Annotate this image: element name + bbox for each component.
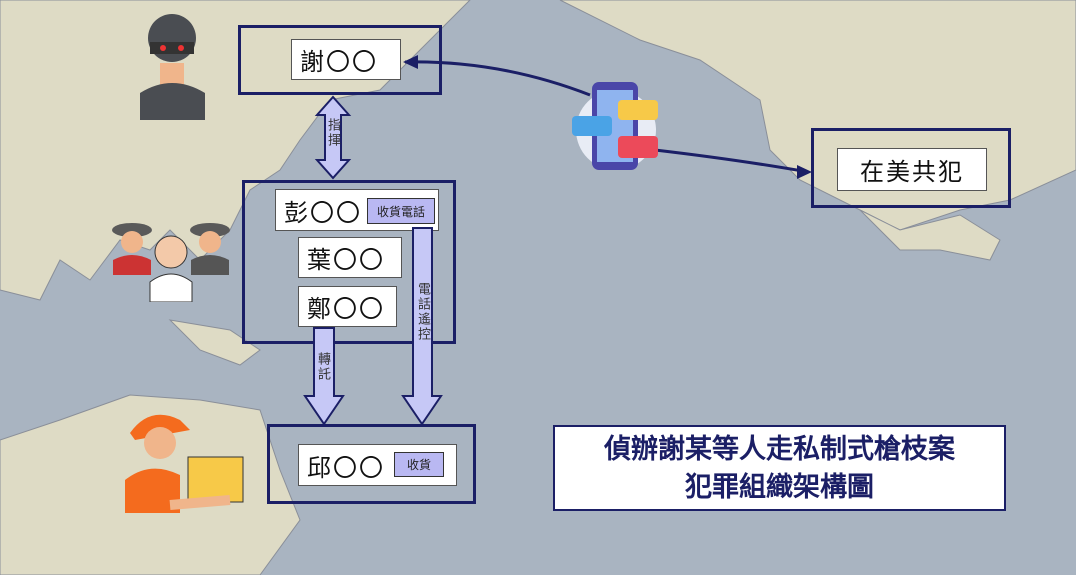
remote-control-arrow	[401, 227, 443, 426]
receiver-tag: 收貨	[394, 452, 444, 477]
phone-link-arrows	[403, 55, 812, 179]
remote-control-label: 電話遙控	[415, 282, 430, 342]
member-name: 葉〇〇	[298, 237, 402, 278]
thief-icon	[135, 8, 210, 120]
accomplice-name: 在美共犯	[837, 148, 987, 191]
phone-chat-icon	[570, 78, 662, 174]
receiver-frame	[267, 424, 476, 504]
diagram-title: 偵辦謝某等人走私制式槍枝案 犯罪組織架構圖	[553, 425, 1006, 511]
command-arrow	[314, 95, 352, 180]
group-people-icon	[110, 210, 232, 303]
accomplice-frame	[811, 128, 1011, 208]
group-frame	[242, 180, 456, 344]
member-name: 鄭〇〇	[298, 286, 397, 327]
member-tag: 收貨電話	[367, 198, 435, 224]
title-line-1: 偵辦謝某等人走私制式槍枝案	[604, 434, 955, 465]
delivery-man-icon	[120, 405, 248, 513]
leader-name: 謝〇〇	[291, 39, 401, 80]
command-label: 指揮	[325, 118, 340, 148]
leader-frame	[238, 25, 442, 95]
entrust-label: 轉託	[315, 352, 330, 382]
title-line-2: 犯罪組織架構圖	[685, 472, 874, 503]
entrust-arrow	[303, 327, 345, 426]
